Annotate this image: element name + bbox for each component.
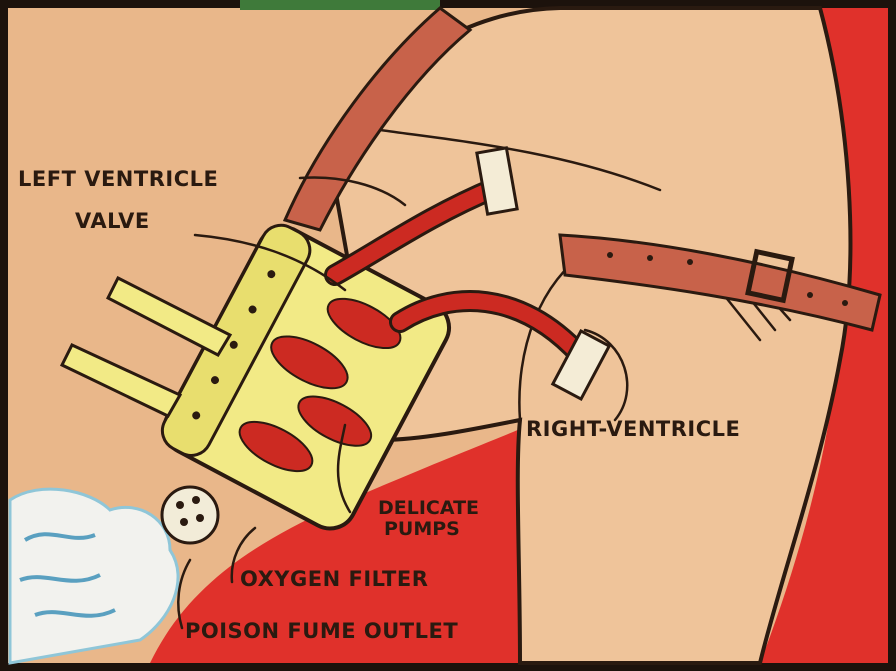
label-right-ventricle: RIGHT-VENTRICLE <box>526 417 740 441</box>
top-green-strip <box>240 0 440 10</box>
label-pumps: PUMPS <box>384 518 460 540</box>
fume-outlet-nozzle <box>162 487 218 543</box>
label-valve: VALVE <box>75 209 150 233</box>
label-delicate: DELICATE <box>378 497 479 519</box>
label-oxygen-filter: OXYGEN FILTER <box>240 567 428 591</box>
label-left-ventricle: LEFT VENTRICLE <box>18 167 218 191</box>
label-poison-fume-outlet: POISON FUME OUTLET <box>185 619 458 643</box>
